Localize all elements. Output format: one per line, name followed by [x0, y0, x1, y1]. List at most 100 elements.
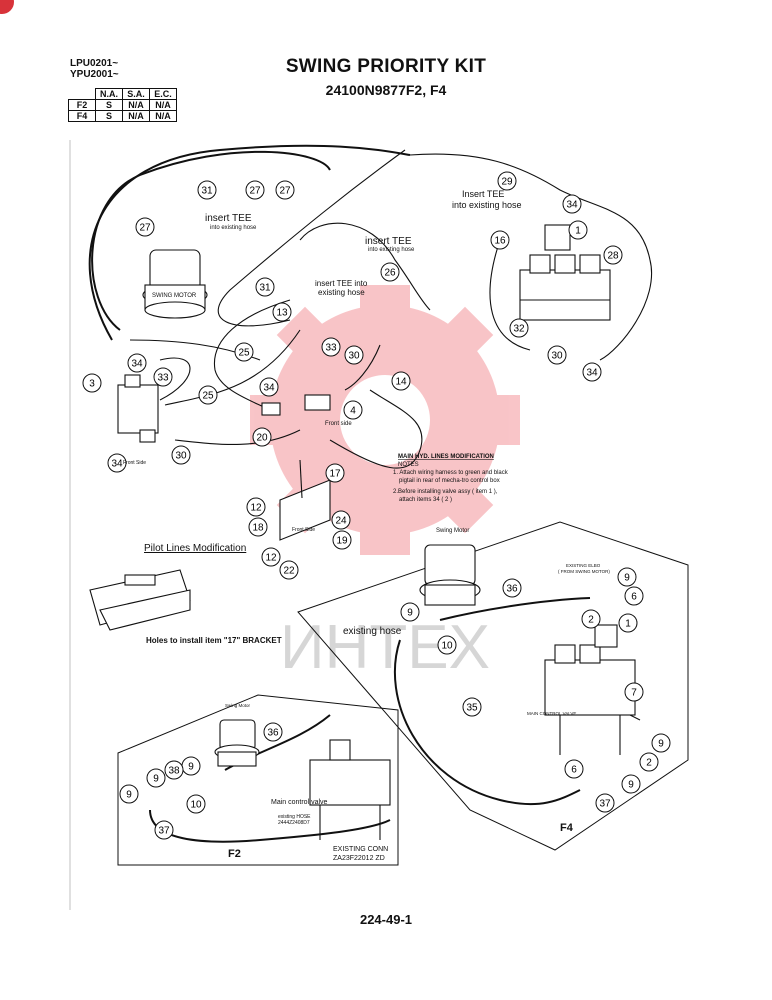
callout-number: 31 [259, 283, 271, 294]
callout-34: 34 [562, 194, 582, 214]
callout-22: 22 [279, 560, 299, 580]
availability-row: F4 S N/A N/A [68, 110, 177, 122]
callout-number: 22 [283, 566, 295, 577]
callout-number: 16 [494, 236, 506, 247]
swing-motor-f4-icon [419, 544, 481, 606]
label-front-side-3: Front Side [292, 527, 315, 533]
callout-number: 4 [350, 406, 356, 417]
label-existing-elbo: EXISTING ELBO [566, 563, 601, 568]
label-existing-conn: EXISTING CONN [333, 846, 388, 853]
label-insert-tee-low-2: existing hose [318, 288, 365, 297]
callout-18: 18 [248, 517, 268, 537]
label-swing-motor: SWING MOTOR [152, 293, 197, 299]
label-main-control-valve-f4: MAIN CONTROL VALVE [527, 711, 576, 716]
callout-9: 9 [651, 733, 671, 753]
diagram-labels: Insert TEE into existing hose insert TEE… [123, 189, 610, 862]
callout-number: 6 [571, 765, 577, 776]
callout-number: 34 [111, 459, 123, 470]
callout-19: 19 [332, 530, 352, 550]
callout-number: 12 [250, 503, 262, 514]
callout-number: 9 [188, 762, 194, 773]
label-existing-conn-pn: ZA23F22012 ZD [333, 855, 385, 862]
callout-3: 3 [82, 373, 102, 393]
callout-37: 37 [154, 820, 174, 840]
callout-17: 17 [325, 463, 345, 483]
label-insert-tee-left: insert TEE [205, 213, 252, 224]
callout-27: 27 [135, 217, 155, 237]
availability-header-row: N.A. S.A. E.C. [68, 88, 177, 100]
callout-number: 9 [126, 790, 132, 801]
note-2a: 2.Before installing valve assy ( item 1 … [393, 489, 498, 495]
callout-number: 27 [139, 223, 151, 234]
callout-14: 14 [391, 371, 411, 391]
callout-number: 38 [168, 766, 180, 777]
callout-number: 13 [276, 308, 288, 319]
callout-30: 30 [171, 445, 191, 465]
label-existing-hose: existing hose [343, 626, 402, 637]
callout-number: 18 [252, 523, 264, 534]
callout-number: 19 [336, 536, 348, 547]
callout-30: 30 [344, 345, 364, 365]
callout-10: 10 [437, 635, 457, 655]
callout-9: 9 [621, 774, 641, 794]
callout-34: 34 [582, 362, 602, 382]
swing-motor-f2-icon [214, 719, 260, 767]
callout-number: 33 [157, 373, 169, 384]
callout-number: 3 [89, 379, 95, 390]
control-valve-f2-icon [309, 739, 391, 840]
callout-number: 27 [279, 186, 291, 197]
callout-number: 20 [256, 433, 268, 444]
callout-37: 37 [595, 793, 615, 813]
label-pilot-lines: Pilot Lines Modification [144, 543, 246, 554]
callout-35: 35 [462, 697, 482, 717]
swing-motor-icon [142, 249, 208, 319]
callout-number: 27 [249, 186, 261, 197]
label-insert-tee-top: Insert TEE [462, 189, 504, 199]
label-front-side-2: Front Side [123, 460, 146, 466]
callout-number: 35 [466, 703, 478, 714]
callout-16: 16 [490, 230, 510, 250]
callout-number: 33 [325, 343, 337, 354]
callout-6: 6 [624, 586, 644, 606]
availability-table: N.A. S.A. E.C. F2 S N/A N/A F4 S N/A N/A [68, 88, 177, 122]
callout-10: 10 [186, 794, 206, 814]
callout-number: 17 [329, 469, 341, 480]
callout-number: 2 [646, 758, 652, 769]
label-insert-tee-left-2: into existing hose [210, 225, 257, 231]
label-f4: F4 [560, 822, 574, 834]
callout-2: 2 [581, 609, 601, 629]
callout-6: 6 [564, 759, 584, 779]
label-main-control-valve-f2: Main control valve [271, 799, 328, 806]
watermark-text: ИНТЕХ [280, 613, 490, 682]
callout-number: 30 [551, 351, 563, 362]
note-1b: pigtail in rear of mecha-tro control box [399, 478, 500, 484]
page-title: SWING PRIORITY KIT [285, 56, 487, 77]
label-insert-tee-mid-2: into existing hose [368, 247, 415, 253]
callout-number: 29 [501, 177, 513, 188]
callout-36: 36 [502, 578, 522, 598]
callout-number: 9 [624, 573, 630, 584]
callout-number: 34 [131, 359, 143, 370]
callout-9: 9 [400, 602, 420, 622]
callout-number: 25 [238, 348, 250, 359]
callout-28: 28 [603, 245, 623, 265]
label-swing-motor-f2: Swing Motor [225, 703, 251, 708]
callout-12: 12 [246, 497, 266, 517]
value-cell: N/A [149, 110, 177, 122]
callout-number: 30 [175, 451, 187, 462]
callout-number: 37 [158, 826, 170, 837]
label-holes-bracket: Holes to install item "17" BRACKET [146, 636, 282, 645]
value-cell: N/A [122, 110, 150, 122]
callout-29: 29 [497, 171, 517, 191]
callout-12: 12 [261, 547, 281, 567]
callout-number: 9 [153, 774, 159, 785]
callout-number: 31 [201, 186, 213, 197]
page-number: 224-49-1 [359, 912, 413, 927]
callout-1: 1 [568, 220, 588, 240]
callout-25: 25 [198, 385, 218, 405]
serial-line-1: LPU0201~ [70, 58, 119, 69]
callout-number: 30 [348, 351, 360, 362]
callout-27: 27 [275, 180, 295, 200]
callout-36: 36 [263, 722, 283, 742]
callout-32: 32 [509, 318, 529, 338]
